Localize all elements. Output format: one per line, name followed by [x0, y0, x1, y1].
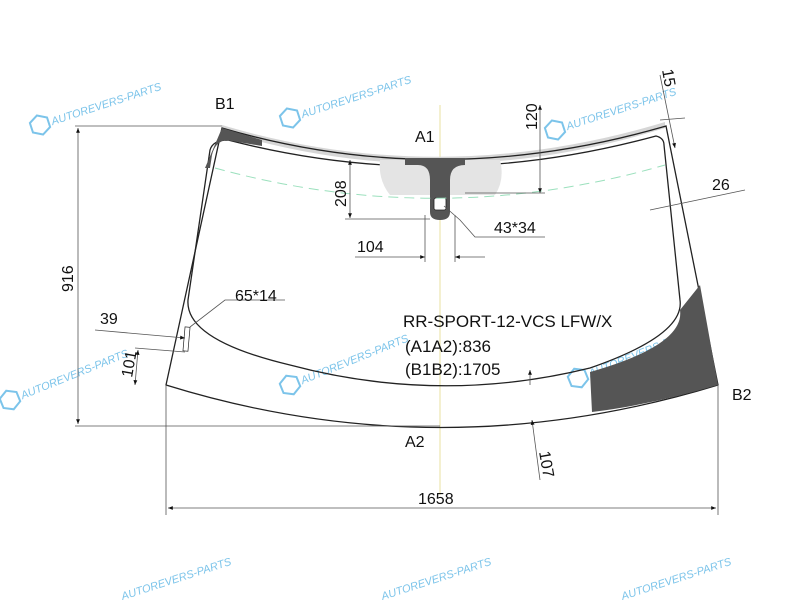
sensor-width-dimension: 104: [357, 239, 384, 256]
watermark-logo: AUTOREVERS-PARTS: [278, 333, 411, 396]
point-b1-label: B1: [215, 96, 235, 113]
sensor-window: [433, 197, 447, 211]
b1b2-measure: (B1B2):1705: [405, 360, 500, 379]
left-height-dimension: 101: [119, 349, 140, 378]
top-band-dimension: 120: [524, 103, 541, 130]
ceramic-top-left: [205, 128, 262, 168]
svg-text:AUTOREVERS-PARTS: AUTOREVERS-PARTS: [49, 81, 164, 128]
watermark-logo: AUTOREVERS-PARTS: [543, 86, 678, 141]
width-dimension: 1658: [418, 491, 454, 508]
height-dimension: 916: [60, 265, 77, 292]
ceramic-bottom-right: [590, 285, 718, 412]
watermarks: AUTOREVERS-PARTS AUTOREVERS-PARTS AUTORE…: [0, 74, 734, 600]
svg-text:AUTOREVERS-PARTS: AUTOREVERS-PARTS: [18, 348, 131, 403]
point-a1-label: A1: [415, 129, 435, 146]
top-right-dimension: 15: [658, 68, 678, 89]
watermark-logo: AUTOREVERS-PARTS: [28, 81, 164, 136]
watermark-logo: AUTOREVERS-PARTS: [619, 556, 734, 600]
vin-window: [182, 326, 191, 352]
point-a2-label: A2: [405, 434, 425, 451]
svg-text:AUTOREVERS-PARTS: AUTOREVERS-PARTS: [619, 556, 734, 600]
side-offset-dimension: 26: [712, 177, 730, 194]
vin-window-dimension: 65*14: [235, 288, 277, 305]
svg-text:AUTOREVERS-PARTS: AUTOREVERS-PARTS: [379, 556, 494, 600]
dimension-lines: [75, 74, 746, 515]
point-b2-label: B2: [732, 387, 752, 404]
glass-outline: [165, 125, 719, 429]
watermark-logo: AUTOREVERS-PARTS: [278, 74, 414, 129]
top-glass-band: [222, 122, 665, 164]
watermark-logo: AUTOREVERS-PARTS: [379, 556, 494, 600]
inner-border: [187, 135, 681, 387]
model-code: RR-SPORT-12-VCS LFW/X: [403, 312, 612, 331]
sensor-window-dimension: 43*34: [494, 220, 536, 237]
a1a2-measure: (A1A2):836: [405, 337, 491, 356]
heating-line: [214, 164, 666, 199]
bottom-band-dimension: 107: [535, 450, 556, 479]
sensor-height-dimension: 208: [333, 180, 350, 207]
mirror-bracket: [405, 158, 465, 220]
watermark-logo: AUTOREVERS-PARTS: [0, 348, 131, 411]
watermark-logo: AUTOREVERS-PARTS: [119, 556, 234, 600]
svg-text:AUTOREVERS-PARTS: AUTOREVERS-PARTS: [299, 74, 414, 121]
left-offset-dimension: 39: [100, 311, 118, 328]
svg-text:AUTOREVERS-PARTS: AUTOREVERS-PARTS: [119, 556, 234, 600]
